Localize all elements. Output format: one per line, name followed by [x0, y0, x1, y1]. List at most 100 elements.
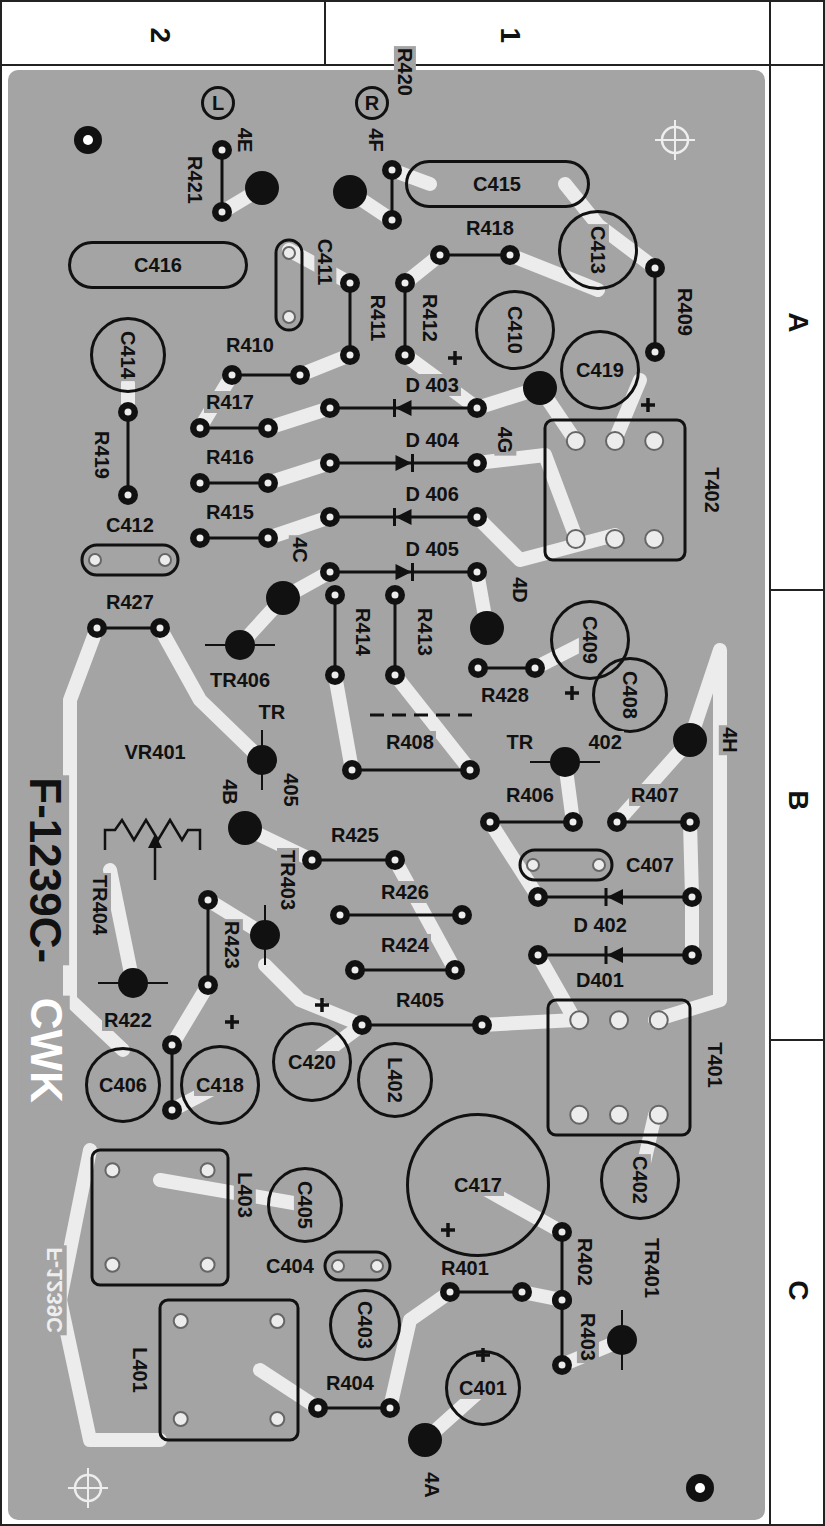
pad-hole — [402, 280, 409, 287]
copper-trace — [510, 255, 598, 290]
pad-hole — [265, 425, 272, 432]
solder-pad — [430, 245, 450, 265]
capacitor-circle: C417 — [406, 1113, 550, 1257]
test-point-label: 405 — [279, 771, 301, 808]
diode-arrow — [396, 509, 412, 525]
coil-pin — [174, 1314, 188, 1328]
part-label: D 404 — [404, 429, 461, 451]
part-label: R419 — [91, 429, 113, 481]
mounting-hole — [74, 126, 102, 154]
pad-hole — [347, 280, 354, 287]
part-label: R427 — [104, 591, 156, 613]
solder-pad — [467, 507, 487, 527]
part-label: R425 — [329, 824, 381, 846]
capacitor-circle: C409 — [550, 600, 630, 680]
pad-hole — [197, 480, 204, 487]
capacitor-pin — [159, 554, 171, 566]
test-point — [266, 581, 300, 615]
polarity-mark — [441, 1223, 455, 1237]
transformer-outline — [545, 420, 685, 560]
part-label: C411 — [314, 237, 336, 288]
pad-hole — [474, 460, 481, 467]
capacitor-circle: C410 — [475, 290, 555, 370]
part-label: R424 — [379, 934, 431, 956]
pad-hole — [265, 480, 272, 487]
solder-pad — [385, 585, 405, 605]
transistor-symbol — [118, 968, 148, 998]
outline-group — [82, 240, 690, 1440]
capacitor-circle: C408 — [592, 657, 668, 733]
pad-hole — [352, 967, 359, 974]
grid-reference: A — [782, 310, 813, 334]
register-cross — [655, 120, 695, 160]
solder-pad — [340, 345, 360, 365]
solder-pad — [452, 905, 472, 925]
pad-hole — [452, 967, 459, 974]
component-label: C416 — [132, 254, 184, 276]
part-label: R414 — [352, 606, 374, 658]
solder-pad — [467, 398, 487, 418]
part-label: TR403 — [277, 848, 299, 912]
transformer-pin — [650, 1106, 668, 1124]
part-label: R418 — [464, 217, 516, 239]
part-label: R411 — [367, 293, 389, 344]
part-label: R410 — [224, 334, 276, 356]
part-label: D 405 — [404, 538, 461, 560]
component-label: C401 — [457, 1377, 509, 1399]
pad-hole — [392, 857, 399, 864]
solder-pad — [320, 562, 340, 582]
pad-hole — [532, 665, 539, 672]
pad-hole — [570, 819, 577, 826]
pad-hole — [614, 819, 621, 826]
test-point-label: 4B — [219, 777, 241, 807]
pad-hole — [157, 625, 164, 632]
pad-hole — [467, 767, 474, 774]
test-point-label: 402 — [587, 731, 624, 753]
solder-pad — [258, 528, 278, 548]
capacitor-pin — [332, 1260, 344, 1272]
variable-resistor-symbol — [105, 820, 200, 850]
board-code: CWK — [21, 996, 69, 1105]
solder-pad — [525, 658, 545, 678]
pad-hole — [652, 349, 659, 356]
pad-hole — [437, 252, 444, 259]
resistor-symbol — [450, 1291, 522, 1294]
resistor-symbol — [654, 268, 657, 352]
solder-pad — [342, 760, 362, 780]
coil-pin — [105, 1258, 119, 1272]
diode-arrow — [396, 455, 412, 471]
jumper-line — [370, 714, 480, 717]
part-label: R408 — [384, 731, 436, 753]
solder-pad — [150, 618, 170, 638]
copper-trace — [482, 1020, 575, 1025]
solder-pad — [162, 1100, 182, 1120]
solder-pad — [162, 1035, 182, 1055]
part-label: L401 — [129, 1345, 151, 1395]
part-label: VR401 — [123, 741, 188, 763]
grid-reference: 2 — [144, 25, 175, 45]
solder-pad — [552, 1290, 572, 1310]
part-label: T402 — [701, 465, 723, 515]
solder-pad — [320, 398, 340, 418]
pad-hole — [689, 952, 696, 959]
solder-pad — [87, 618, 107, 638]
solder-pad — [552, 1290, 572, 1310]
pad-hole — [332, 672, 339, 679]
pad-hole — [475, 665, 482, 672]
solder-pad — [385, 850, 405, 870]
copper-trace — [395, 675, 470, 770]
capacitor-outline — [82, 545, 178, 575]
pad-hole — [474, 405, 481, 412]
diode-arrow — [607, 947, 623, 963]
solder-pad — [308, 1398, 328, 1418]
solder-pad — [222, 365, 242, 385]
capacitor-circle: C419 — [560, 330, 640, 410]
resistor-symbol — [394, 595, 397, 675]
transformer-outline — [548, 1000, 690, 1135]
test-point-label: 4H — [719, 725, 741, 755]
transistor-symbol — [247, 745, 277, 775]
capacitor-outline — [325, 1252, 390, 1280]
diode-bar — [393, 399, 396, 417]
transformer-pin — [570, 1106, 588, 1124]
